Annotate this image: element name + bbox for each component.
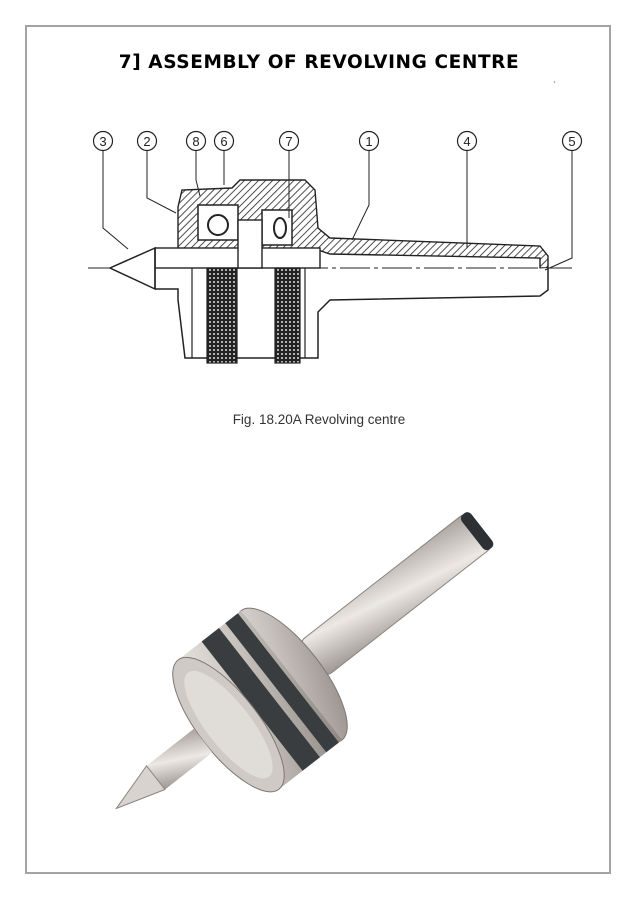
callout-3: 3	[92, 130, 114, 152]
callout-8: 8	[185, 130, 207, 152]
stray-mark: ˎ	[553, 74, 557, 83]
callout-2: 2	[136, 130, 158, 152]
callout-1: 1	[358, 130, 380, 152]
page-title: 7] ASSEMBLY OF REVOLVING CENTRE	[118, 52, 520, 73]
revolving-centre-photo	[114, 512, 494, 810]
svg-text:2: 2	[143, 134, 150, 149]
svg-text:4: 4	[463, 134, 470, 149]
svg-text:1: 1	[365, 134, 372, 149]
revolving-centre-section-drawing: 3 2 8 6 7 1 4 5	[88, 130, 583, 364]
callout-7: 7	[278, 130, 300, 152]
svg-text:7: 7	[285, 134, 292, 149]
callout-5: 5	[561, 130, 583, 152]
callout-4: 4	[456, 130, 478, 152]
svg-text:5: 5	[568, 134, 575, 149]
svg-text:8: 8	[192, 134, 199, 149]
callout-6: 6	[213, 130, 235, 152]
figure-caption: Fig. 18.20A Revolving centre	[232, 412, 406, 427]
svg-text:6: 6	[220, 134, 227, 149]
svg-text:3: 3	[99, 134, 106, 149]
